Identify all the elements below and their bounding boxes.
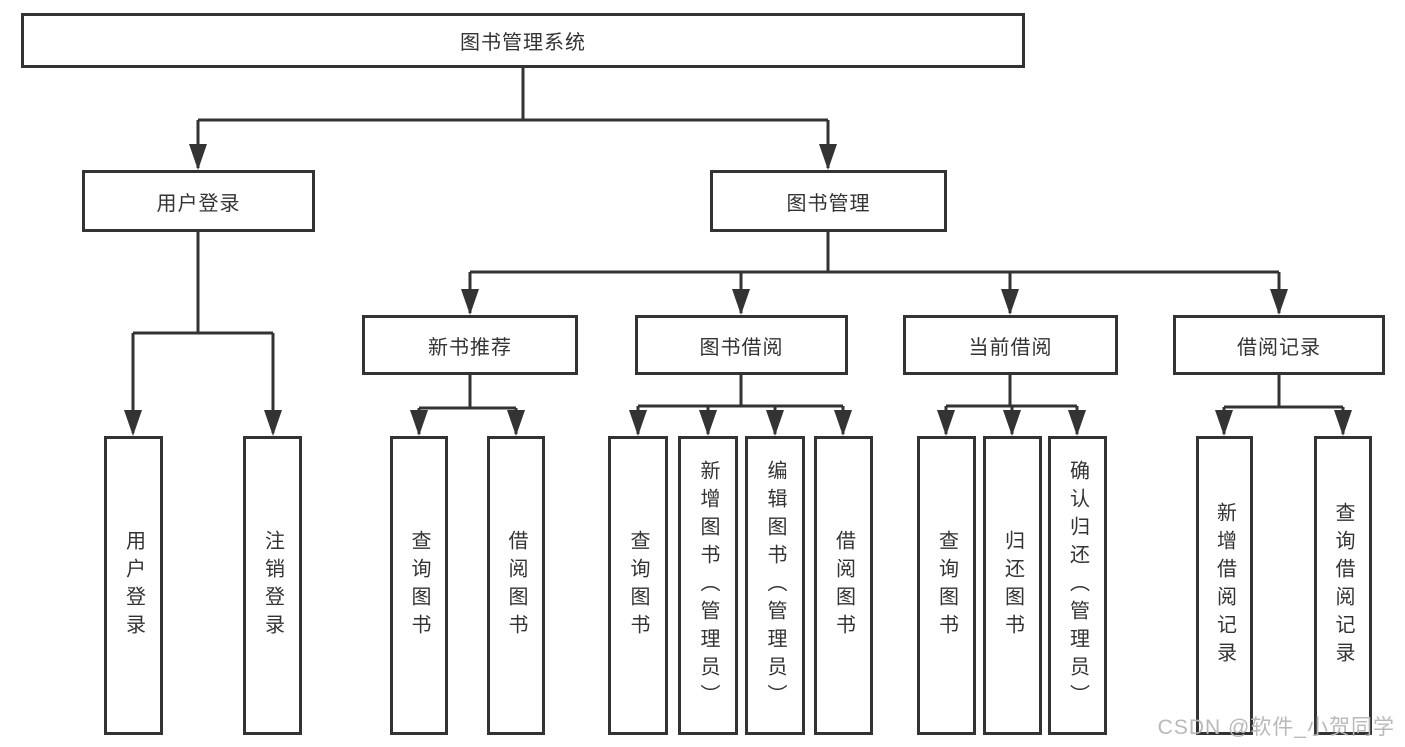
node-borrow-record: 借阅记录: [1173, 315, 1385, 375]
leaf-borrow-book-2: 借阅图书: [814, 436, 873, 735]
node-current-borrow-label: 当前借阅: [968, 336, 1053, 359]
leaf-query-borrow-record: 查询借阅记录: [1314, 436, 1372, 735]
node-new-book-recommend-label: 新书推荐: [428, 336, 512, 359]
node-book-borrow-label: 图书借阅: [699, 336, 784, 359]
leaf-add-borrow-record-label: 新增借阅记录: [1213, 501, 1236, 670]
leaf-logout: 注销登录: [243, 436, 302, 735]
leaf-borrow-book-1: 借阅图书: [487, 436, 545, 735]
csdn-watermark: CSDN @软件_小贺同学: [1157, 716, 1395, 739]
leaf-return-book: 归还图书: [983, 436, 1042, 735]
leaf-confirm-return-admin: 确认归还（管理员）: [1048, 436, 1107, 735]
leaf-query-book-1-label: 查询图书: [408, 529, 430, 642]
node-current-borrow: 当前借阅: [903, 315, 1118, 375]
node-user-login-label: 用户登录: [156, 192, 241, 215]
leaf-logout-label: 注销登录: [261, 529, 284, 642]
leaf-edit-book-admin-label: 编辑图书（管理员）: [764, 459, 786, 712]
leaf-user-login: 用户登录: [104, 436, 163, 735]
leaf-add-book-admin: 新增图书（管理员）: [678, 436, 738, 735]
leaf-query-book-3: 查询图书: [917, 436, 976, 735]
leaf-return-book-label: 归还图书: [1001, 529, 1024, 642]
leaf-query-book-2: 查询图书: [608, 436, 668, 735]
leaf-user-login-label: 用户登录: [122, 529, 145, 642]
node-book-borrow: 图书借阅: [635, 315, 848, 375]
node-book-management-label: 图书管理: [786, 192, 871, 215]
node-book-management: 图书管理: [710, 170, 947, 232]
leaf-add-borrow-record: 新增借阅记录: [1196, 436, 1253, 735]
node-user-login: 用户登录: [82, 170, 315, 232]
leaf-borrow-book-1-label: 借阅图书: [505, 529, 527, 642]
leaf-query-borrow-record-label: 查询借阅记录: [1332, 501, 1354, 670]
node-root: 图书管理系统: [21, 13, 1025, 68]
node-root-label: 图书管理系统: [460, 32, 586, 54]
node-new-book-recommend: 新书推荐: [362, 315, 578, 375]
leaf-query-book-2-label: 查询图书: [627, 529, 649, 642]
leaf-edit-book-admin: 编辑图书（管理员）: [745, 436, 805, 735]
leaf-borrow-book-2-label: 借阅图书: [832, 529, 855, 642]
node-borrow-record-label: 借阅记录: [1237, 336, 1321, 359]
leaf-confirm-return-admin-label: 确认归还（管理员）: [1066, 459, 1089, 712]
leaf-query-book-3-label: 查询图书: [935, 529, 958, 642]
leaf-add-book-admin-label: 新增图书（管理员）: [697, 459, 719, 712]
leaf-query-book-1: 查询图书: [390, 436, 448, 735]
